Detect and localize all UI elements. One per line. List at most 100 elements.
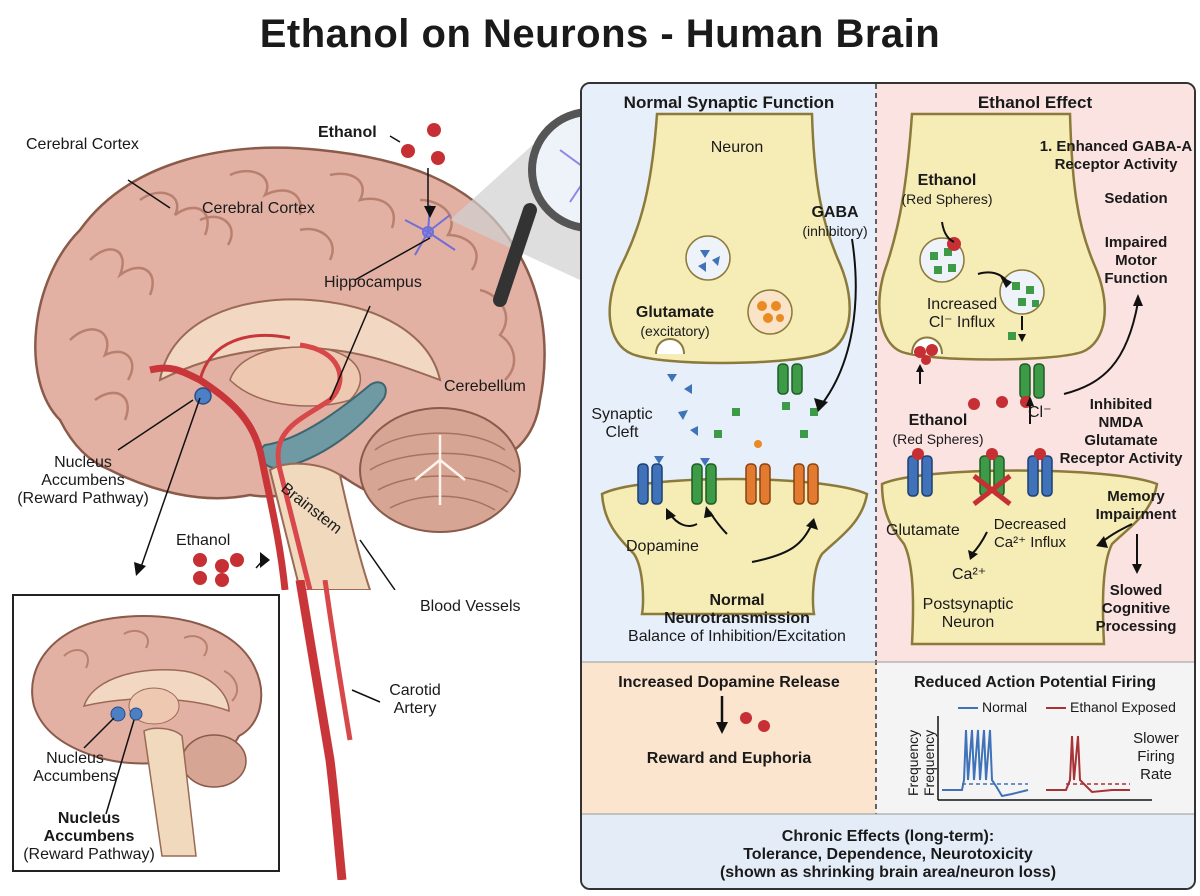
dopamine-box-result: Reward and Euphoria bbox=[646, 750, 812, 767]
caption-line3: Balance of Inhibition/Excitation bbox=[628, 628, 846, 645]
corpus-callosum bbox=[158, 298, 442, 382]
ethanol-header: Ethanol Effect bbox=[977, 93, 1093, 112]
label-hippocampus: Hippocampus bbox=[324, 274, 422, 291]
chronic-effects: Chronic Effects (long-term): Tolerance, … bbox=[582, 828, 1194, 882]
synaptic-cleft-label: Synaptic Cleft bbox=[582, 406, 662, 442]
inset-na-bold-line2: Accumbens bbox=[43, 828, 135, 845]
y-axis-label-2: Frequency bbox=[921, 729, 937, 796]
dopamine-section-bg bbox=[582, 662, 876, 814]
normal-glutamate-label: Glutamate (excitatory) bbox=[610, 304, 740, 340]
label-nucleus-accumbens: Nucleus Accumbens (Reward Pathway) bbox=[8, 454, 158, 508]
label-cerebral-cortex-inner: Cerebral Cortex bbox=[202, 200, 315, 217]
chronic-line1: Chronic Effects (long-term): bbox=[781, 828, 995, 845]
na-line1: Nucleus bbox=[54, 454, 112, 471]
eth2-label: Ethanol (Red Spheres) bbox=[882, 412, 994, 448]
cognitive-label: Slowed Cognitive Processing bbox=[1078, 582, 1194, 636]
cl-ion-label: Cl⁻ bbox=[1028, 404, 1052, 421]
inset-label-na-bold: Nucleus Accumbens (Reward Pathway) bbox=[14, 810, 164, 864]
ca-ion-label: Ca²⁺ bbox=[952, 566, 987, 583]
inset-brain-box: Nucleus Accumbens Nucleus Accumbens (Rew… bbox=[12, 594, 280, 872]
synaptic-line1: Synaptic bbox=[591, 406, 653, 423]
gaba-sub-text: (inhibitory) bbox=[802, 223, 868, 239]
note-line3: Rate bbox=[1140, 766, 1172, 783]
dopamine-label: Dopamine bbox=[626, 538, 699, 555]
carotid-artery-lower bbox=[295, 580, 381, 880]
gaba-a-line1: 1. Enhanced GABA-A bbox=[1039, 138, 1193, 155]
cog-line3: Processing bbox=[1095, 618, 1177, 635]
firing-chart bbox=[937, 707, 1152, 801]
normal-receptors bbox=[637, 463, 819, 505]
page-title: Ethanol on Neurons - Human Brain bbox=[259, 12, 941, 56]
cog-line1: Slowed bbox=[1109, 582, 1163, 599]
cl-line2: Cl⁻ Influx bbox=[928, 314, 996, 331]
nucleus-accumbens-dot bbox=[194, 387, 212, 405]
ethanol-spheres-blood bbox=[193, 553, 244, 587]
gaba-a-label: 1. Enhanced GABA-A Receptor Activity bbox=[1038, 138, 1194, 174]
firing-box-header: Reduced Action Potential Firing bbox=[913, 674, 1157, 691]
memory-line2: Impairment bbox=[1095, 506, 1177, 523]
ethanol-presynaptic bbox=[878, 112, 1106, 361]
carotid-line1: Carotid bbox=[389, 682, 441, 699]
nmda-line1: Inhibited bbox=[1089, 396, 1153, 413]
ethanol-postsynaptic bbox=[880, 469, 1159, 646]
cl-line1: Increased bbox=[926, 296, 998, 313]
caption-line2: Neurotransmission bbox=[664, 610, 810, 627]
normal-gaba-receptor-pre bbox=[777, 363, 803, 395]
eth2-sub-text: (Red Spheres) bbox=[892, 431, 984, 447]
ethanol-gaba-receptor bbox=[1019, 363, 1045, 399]
gaba-a-line2: Receptor Activity bbox=[1054, 156, 1178, 173]
na-line2: Accumbens bbox=[41, 472, 125, 489]
synaptic-line2: Cleft bbox=[605, 424, 639, 441]
carotid-line2: Artery bbox=[393, 700, 437, 717]
cl-influx-label: Increased Cl⁻ Influx bbox=[912, 296, 1012, 332]
glutamate-text: Glutamate bbox=[635, 304, 715, 321]
inset-na-line1: Nucleus bbox=[46, 750, 104, 767]
inset-na-bold-line3: (Reward Pathway) bbox=[23, 846, 155, 863]
ca-line1: Decreased bbox=[993, 516, 1067, 533]
chronic-section-bg bbox=[582, 814, 1194, 888]
inset-na-bold-line1: Nucleus bbox=[57, 810, 121, 827]
glutamate-sub-text: (excitatory) bbox=[640, 323, 710, 339]
motor-label: Impaired Motor Function bbox=[1078, 234, 1194, 288]
eth1-label: Ethanol (Red Spheres) bbox=[892, 172, 1002, 208]
eth1-text: Ethanol bbox=[917, 172, 977, 189]
eth-glutamate-label: Glutamate bbox=[886, 522, 960, 539]
blood-vessels bbox=[149, 334, 343, 590]
cerebellum-shape bbox=[359, 407, 521, 533]
magnifier-icon bbox=[450, 108, 580, 307]
memory-line1: Memory bbox=[1107, 488, 1165, 505]
caption-line1: Normal bbox=[709, 592, 765, 609]
note-line2: Firing bbox=[1137, 748, 1175, 765]
ethanol-receptors bbox=[907, 455, 1053, 497]
nmda-line4: Receptor Activity bbox=[1059, 450, 1183, 467]
normal-trace bbox=[942, 729, 1029, 798]
cog-line2: Cognitive bbox=[1101, 600, 1171, 617]
legend-ethanol: Ethanol Exposed bbox=[1070, 699, 1176, 715]
inset-label-na: Nucleus Accumbens bbox=[20, 750, 130, 786]
label-carotid-artery: Carotid Artery bbox=[380, 682, 450, 718]
na-line3: (Reward Pathway) bbox=[17, 490, 149, 507]
motor-line3: Function bbox=[1104, 270, 1168, 287]
post-line2: Neuron bbox=[941, 614, 995, 631]
eth1-sub-text: (Red Spheres) bbox=[901, 191, 993, 207]
label-cerebral-cortex-outer: Cerebral Cortex bbox=[26, 136, 139, 153]
normal-caption: Normal Neurotransmission Balance of Inhi… bbox=[602, 592, 872, 646]
normal-neuron-label: Neuron bbox=[710, 139, 764, 156]
label-ethanol-blood: Ethanol bbox=[176, 532, 231, 549]
blocked-x-icon bbox=[972, 474, 1012, 506]
motor-line2: Motor bbox=[1115, 252, 1157, 269]
brain-illustration bbox=[34, 108, 580, 590]
gaba-text: GABA bbox=[811, 204, 859, 221]
motor-line1: Impaired bbox=[1104, 234, 1168, 251]
label-ethanol-top: Ethanol bbox=[318, 124, 377, 141]
sedation-label: Sedation bbox=[1104, 190, 1168, 207]
synapse-drawings bbox=[582, 84, 1194, 815]
synapse-panel: Normal Synaptic Function Neuron GABA (in… bbox=[580, 82, 1196, 890]
brainstem-shape bbox=[268, 462, 372, 590]
nmda-label: Inhibited NMDA Glutamate Receptor Activi… bbox=[1048, 396, 1194, 468]
ethanol-spheres-top bbox=[401, 123, 445, 165]
ca-influx-label: Decreased Ca²⁺ Influx bbox=[980, 516, 1080, 552]
normal-header: Normal Synaptic Function bbox=[623, 93, 835, 112]
postsynaptic-label: Postsynaptic Neuron bbox=[904, 596, 1032, 632]
firing-section-bg bbox=[876, 662, 1194, 814]
